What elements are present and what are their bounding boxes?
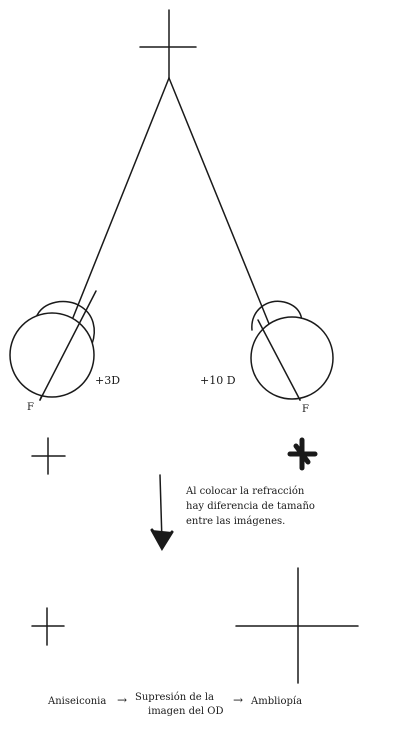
flow-step-ambliopia: Ambliopía [250,696,302,707]
flow-step-supresion-line-2: imagen del OD [148,706,224,717]
flow-step-aniseiconia: Aniseiconia [47,696,106,707]
down-arrow [150,474,174,551]
flow-arrow-1: → [117,693,127,707]
flow-arrow-2: → [233,693,243,707]
left-eye [9,300,95,398]
left-eye-cornea [35,300,95,345]
right-image-blurred-cross [287,437,318,471]
result-large-cross [235,567,359,684]
fixation-target-cross [139,9,197,79]
result-small-cross [31,607,65,646]
fixation-label-left: F [27,402,34,413]
note-line-3: entre las imágenes. [186,516,285,527]
left-image-small-cross [31,437,66,475]
flow-step-supresion-line-1: Supresión de la [135,692,214,703]
fixation-label-right: F [302,404,309,415]
note-line-1: Al colocar la refracción [185,486,305,497]
note-line-2: hay diferencia de tamaño [186,501,315,512]
right-eye [250,300,334,400]
lens-power-left: +3D [95,374,120,387]
left-eye-globe [9,312,95,398]
lens-power-right: +10 D [200,374,236,387]
right-eye-globe [250,316,334,400]
